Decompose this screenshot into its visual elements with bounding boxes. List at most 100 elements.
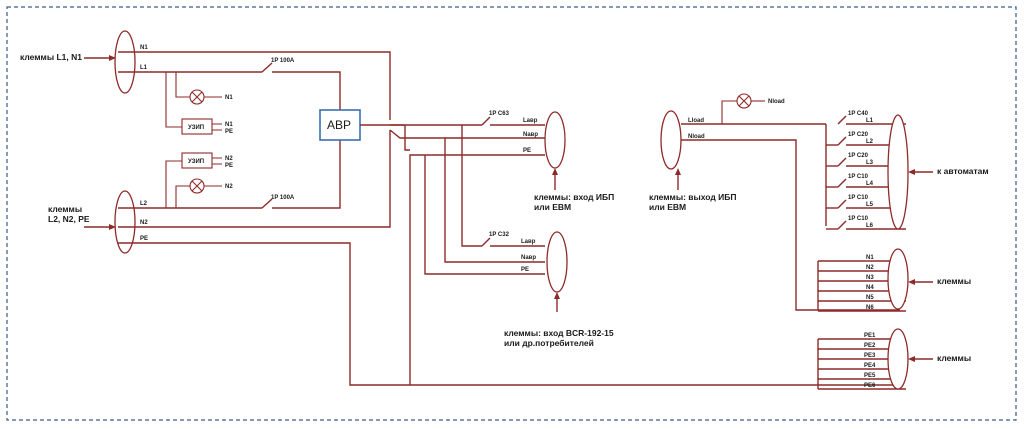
uzip-bottom-box — [181, 152, 213, 169]
bcr-in-label-2: или др.потребителей — [504, 338, 594, 348]
wire-l2-to-avr — [272, 140, 341, 209]
lamp-n1-label: N1 — [225, 95, 233, 101]
ups-out-lload: Lload — [688, 118, 704, 124]
pe-terminal-label: PE6 — [864, 383, 876, 389]
breaker-top-contact — [261, 62, 273, 73]
breaker-out-line-label: L6 — [866, 223, 874, 229]
pe-terminal-label: PE1 — [864, 333, 876, 339]
breaker-bottom-contact — [261, 198, 273, 209]
avr-block — [319, 109, 361, 141]
breaker-c63-contact — [481, 116, 491, 126]
lamp-n2-icon — [189, 178, 205, 194]
breaker-out-line-label: L4 — [866, 181, 874, 187]
input-terminals-bottom-label-1: клеммы — [48, 204, 82, 214]
breaker-out-contact — [837, 220, 847, 230]
uzip-top-out2: PE — [225, 129, 233, 135]
lamp-n1-icon — [189, 89, 205, 105]
breaker-out-line-label: L3 — [866, 160, 874, 166]
n-terminal-label: N6 — [866, 305, 874, 311]
breaker-top-label: 1P 100A — [271, 58, 295, 64]
breaker-out-contact — [837, 157, 847, 167]
wire-l1-label: L1 — [140, 65, 148, 71]
wire-l1-to-avr — [272, 71, 341, 110]
breaker-c63-label: 1P C63 — [489, 111, 510, 117]
uzip-bottom-outputs — [212, 157, 222, 165]
breaker-out-rating: 1P C10 — [848, 216, 869, 222]
wire-pe-main — [118, 242, 900, 386]
breaker-out-rating: 1P C20 — [848, 132, 869, 138]
breaker-out-contact — [837, 199, 847, 209]
bcr-in-terminals — [546, 231, 568, 312]
breaker-out-contact — [837, 136, 847, 146]
n-terminals — [887, 248, 933, 310]
ups-out-label-1: клеммы: выход ИБП — [649, 192, 736, 202]
uzip-bottom-out2: PE — [225, 163, 233, 169]
uzip-top-box — [181, 118, 213, 135]
pe-terminal-line: PE6 — [818, 383, 906, 390]
n-terminal-label: N2 — [866, 265, 874, 271]
ups-out-terminals — [660, 110, 682, 190]
ups-in-lavr: Lавр — [523, 118, 538, 124]
wire-n2-label: N2 — [140, 220, 148, 226]
bcr-in-label-1: клеммы: вход BCR-192-15 — [504, 328, 614, 338]
ups-out-label-2: или ЕВМ — [649, 202, 686, 212]
uzip-top-outputs — [212, 123, 222, 131]
breaker-out-line-label: L5 — [866, 202, 874, 208]
wire-pe-bcr — [424, 155, 545, 275]
lamp-nload-label: Nload — [768, 99, 785, 105]
breaker-out-contact — [837, 178, 847, 188]
input-terminals-bottom — [84, 190, 136, 254]
n-terminal-label: N4 — [866, 285, 874, 291]
input-terminals-top-label: клеммы L1, N1 — [20, 52, 82, 62]
breaker-out-rating: 1P C10 — [848, 174, 869, 180]
n-terminal-label: N1 — [866, 255, 874, 261]
breaker-out-rating: 1P C40 — [848, 111, 869, 117]
breaker-bottom-label: 1P 100A — [271, 195, 295, 201]
uzip-top-out1: N1 — [225, 122, 233, 128]
pe-terminals-label: клеммы — [937, 353, 971, 363]
breaker-out-line-label: L1 — [866, 118, 874, 124]
wire-lamp-nload — [721, 100, 737, 124]
bcr-in-navr: Nавр — [521, 255, 536, 261]
breaker-out-contact — [837, 115, 847, 125]
breaker-c32-contact — [481, 237, 491, 247]
pe-terminal-label: PE2 — [864, 343, 876, 349]
wire-nload — [681, 139, 900, 311]
n-terminal-label: N3 — [866, 275, 874, 281]
pe-terminals — [887, 328, 933, 390]
breaker-c32-label: 1P C32 — [489, 232, 510, 238]
wire-n2 — [118, 130, 391, 228]
ups-out-nload: Nload — [688, 134, 705, 140]
ups-in-pe: PE — [523, 148, 531, 154]
n-terminals-label: клеммы — [937, 276, 971, 286]
breaker-out-rating: 1P C10 — [848, 195, 869, 201]
wire-lamp-n1 — [175, 72, 190, 98]
breakers-out-label: к автоматам — [937, 166, 989, 176]
wire-lamp-n2 — [175, 185, 190, 208]
wire-l2-label: L2 — [140, 201, 148, 207]
breaker-out-line-label: L2 — [866, 139, 874, 145]
uzip-top-label: УЗИП — [188, 125, 204, 131]
bcr-in-pe: PE — [521, 267, 529, 273]
outer-frame — [6, 6, 1017, 421]
input-terminals-top — [84, 30, 136, 94]
avr-label: АВР — [327, 118, 351, 132]
pe-terminal-label: PE5 — [864, 373, 876, 379]
wire-pe-jump — [404, 125, 410, 151]
pe-terminal-label: PE4 — [864, 363, 876, 369]
uzip-bottom-label: УЗИП — [188, 159, 204, 165]
bcr-in-lavr: Lавр — [521, 239, 536, 245]
wire-n1 — [118, 51, 391, 120]
uzip-bottom-out1: N2 — [225, 156, 233, 162]
wire-lavr-bcr — [461, 125, 482, 247]
ups-in-label-2: или ЕВМ — [534, 202, 571, 212]
ups-in-terminals — [544, 111, 566, 190]
n-terminal-line: N6 — [818, 305, 906, 312]
pe-terminal-label: PE3 — [864, 353, 876, 359]
lamp-nload-icon — [736, 93, 752, 109]
wire-uzip-top — [165, 72, 182, 128]
n-terminal-label: N5 — [866, 295, 874, 301]
